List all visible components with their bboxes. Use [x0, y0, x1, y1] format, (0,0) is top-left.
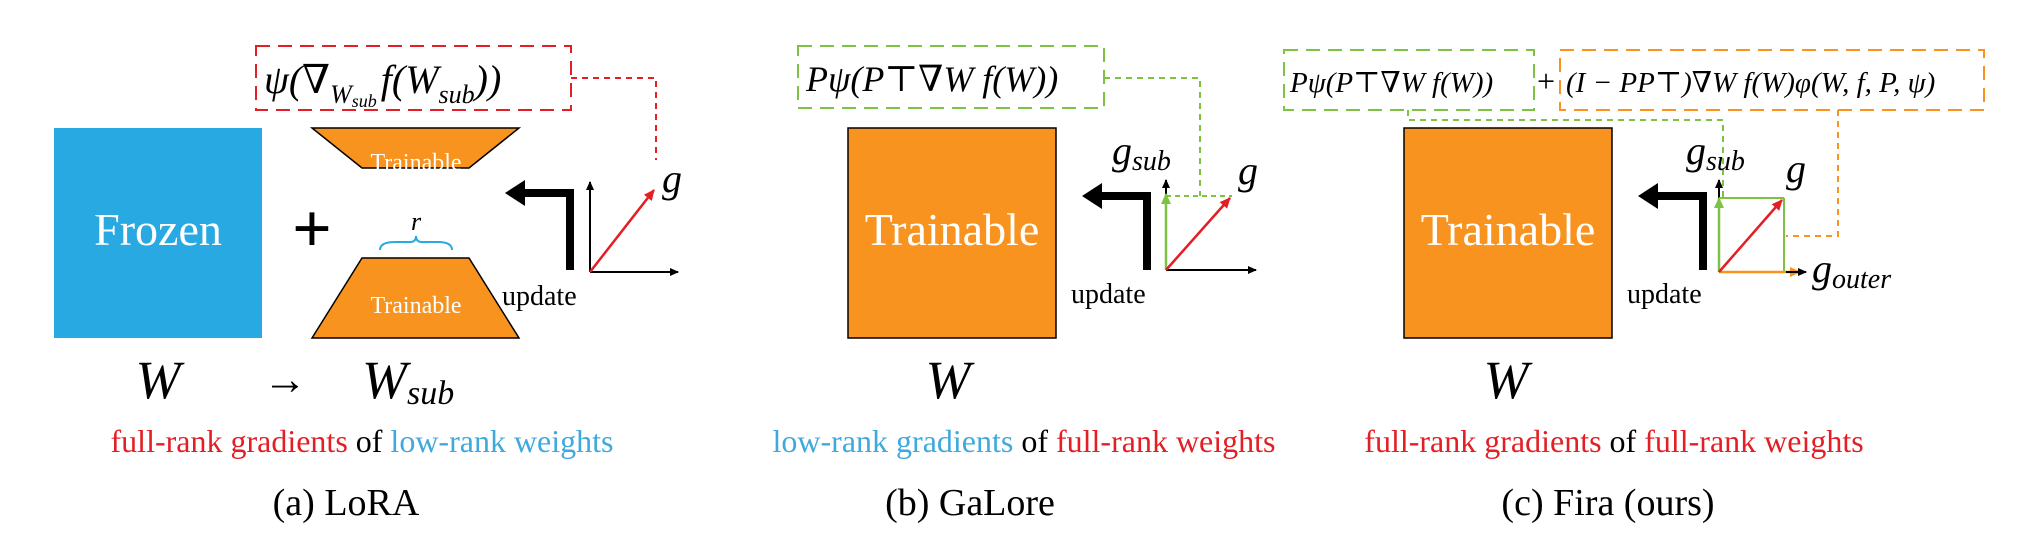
galore-formula: Pψ(P⊤∇W f(W))	[805, 59, 1058, 99]
fira-formula-right-box	[1559, 49, 1985, 111]
trainable-bottom-label: Trainable	[370, 293, 461, 319]
fira-trainable-label: Trainable	[1421, 204, 1596, 255]
fira-formula-plus: +	[1537, 63, 1555, 99]
fira-gsub-label: gsub	[1686, 128, 1745, 177]
galore-update-arrowhead	[1082, 183, 1102, 209]
fira-gradient-arrow	[1718, 199, 1783, 273]
galore-trainable-label: Trainable	[865, 204, 1040, 255]
fira-orange-connector	[1786, 110, 1839, 237]
lora-title: (a) LoRA	[273, 482, 420, 524]
rank-label: r	[411, 207, 422, 236]
lora-update-label: update	[502, 281, 577, 312]
fira-gouter-label: gouter	[1812, 246, 1891, 295]
galore-g-label: g	[1238, 148, 1258, 193]
galore-title: (b) GaLore	[885, 482, 1055, 524]
lora-arrow: →	[263, 355, 307, 404]
lora-g-label: g	[662, 156, 682, 201]
fira-formula-right: (I − PP⊤)∇W f(W)φ(W, f, P, ψ)	[1566, 67, 1935, 99]
panel-fira: Pψ(P⊤∇W f(W)) + (I − PP⊤)∇W f(W)φ(W, f, …	[1283, 49, 1985, 524]
galore-gradient-arrow	[1165, 197, 1231, 271]
frozen-block	[54, 128, 262, 338]
plus-sign: +	[292, 191, 332, 268]
fira-green-connector	[1407, 110, 1724, 198]
fira-formula-left: Pψ(P⊤∇W f(W))	[1289, 67, 1493, 99]
galore-caption: low-rank gradients of full-rank weights	[773, 423, 1276, 459]
trainable-top-label: Trainable	[370, 150, 461, 176]
fira-update-arrow	[1653, 192, 1707, 270]
fira-caption: full-rank gradients of full-rank weights	[1364, 423, 1863, 459]
lora-w-label: W	[136, 350, 186, 410]
galore-update-label: update	[1071, 279, 1146, 310]
lora-formula-box	[255, 45, 572, 111]
trainable-top-trapezoid	[309, 127, 522, 169]
lora-connector	[571, 77, 657, 160]
fira-update-label: update	[1627, 279, 1702, 310]
fira-update-arrowhead	[1638, 183, 1658, 209]
fira-g-label: g	[1786, 146, 1806, 191]
galore-w-label: W	[926, 350, 976, 410]
frozen-label: Frozen	[94, 204, 222, 255]
lora-caption: full-rank gradients of low-rank weights	[111, 423, 614, 459]
lora-update-arrow	[520, 189, 574, 270]
panel-galore: Pψ(P⊤∇W f(W)) Trainable update gsub g W …	[773, 45, 1276, 524]
lora-wsub-label: Wsub	[362, 350, 454, 412]
lora-update-arrowhead	[505, 180, 525, 206]
galore-trainable-block	[847, 127, 1057, 339]
galore-update-arrow	[1097, 192, 1151, 270]
lora-gradient-arrow	[589, 189, 655, 273]
fira-trainable-block	[1403, 127, 1613, 339]
galore-gsub-label: gsub	[1112, 128, 1171, 177]
rank-brace	[379, 235, 453, 251]
trainable-bottom-trapezoid	[310, 257, 521, 339]
fira-w-label: W	[1484, 350, 1534, 410]
fira-title: (c) Fira (ours)	[1501, 482, 1714, 524]
